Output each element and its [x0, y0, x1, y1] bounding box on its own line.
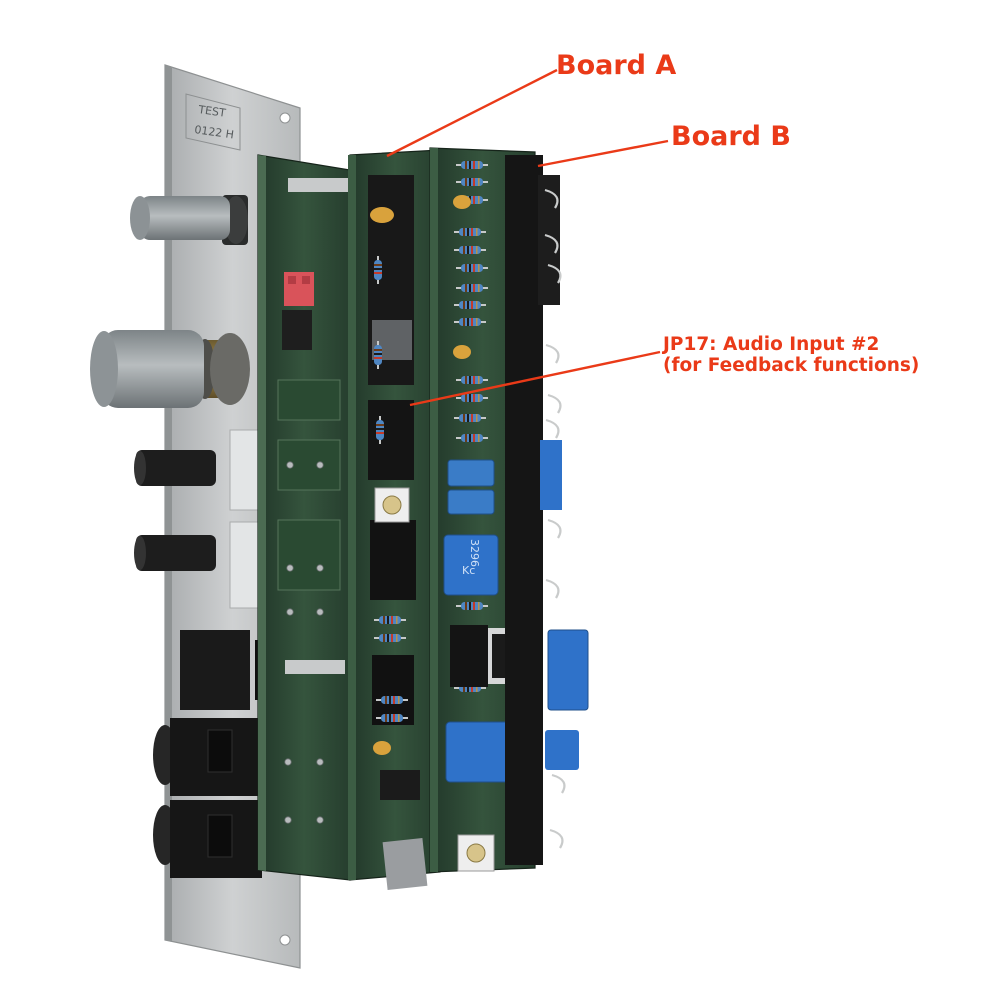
- main-pcb: [257, 154, 351, 881]
- jp17-label-line1: JP17: Audio Input #2: [663, 334, 880, 355]
- board-b-label-text: Board B: [671, 121, 791, 152]
- jp17-label: JP17: Audio Input #2 (for Feedback funct…: [663, 334, 919, 377]
- panel-label-line2: 0122 H: [194, 123, 235, 141]
- jp17-leader: [409, 350, 661, 407]
- film-capacitors: [447, 459, 495, 515]
- trimmer-marking-line2: Kc: [462, 564, 475, 577]
- board-b-ic: [450, 625, 510, 687]
- ceramic-capacitor: [370, 207, 394, 223]
- ribbon-cable: [382, 838, 428, 890]
- annotation-leaders: [386, 68, 669, 407]
- board-a: [348, 149, 441, 890]
- trimmer-marking-line1: 3296: [468, 539, 481, 567]
- panel-label-line1: TEST: [197, 103, 227, 120]
- board-a-label: Board A: [556, 50, 676, 81]
- output-jack-lower: [153, 800, 262, 878]
- blue-trimmer-lower: [445, 721, 513, 783]
- board-a-label-text: Board A: [556, 50, 677, 81]
- board-a-leader: [386, 68, 558, 158]
- board-b-label: Board B: [671, 121, 791, 152]
- output-jack-upper: [153, 718, 262, 796]
- small-knob: [130, 195, 248, 245]
- rear-components: [505, 155, 589, 865]
- header-pins: [282, 272, 314, 350]
- jp17-label-line2: (for Feedback functions): [663, 355, 920, 377]
- blue-trimmer-3296: 3296 Kc: [443, 534, 499, 596]
- board-b-leader: [537, 139, 669, 168]
- large-knob: [90, 330, 250, 408]
